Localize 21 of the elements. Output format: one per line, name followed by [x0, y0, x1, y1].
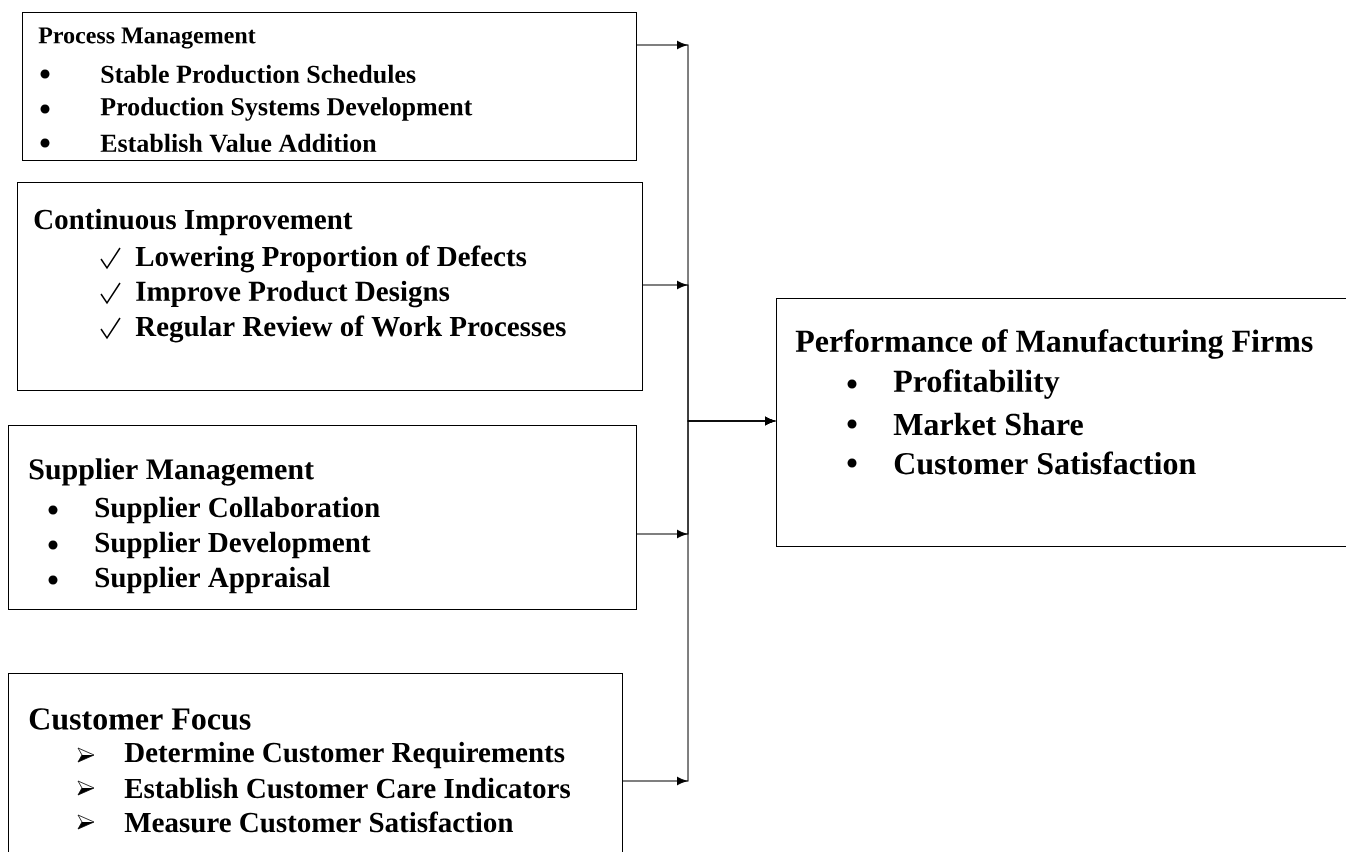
list-item: Establish Customer Care Indicators: [124, 777, 570, 799]
heading: Process Management: [38, 27, 256, 49]
list-item: Lowering Proportion of Defects: [135, 245, 527, 273]
heading: Customer Focus: [29, 708, 251, 730]
list-item: Customer Satisfaction: [894, 451, 1196, 475]
list-item: Establish Value Addition: [100, 133, 377, 153]
list-item: Improve Product Designs: [136, 280, 450, 308]
heading: Performance of Manufacturing Firms: [795, 329, 1313, 359]
heading: Supplier Management: [29, 458, 314, 486]
list-item: Production Systems Development: [100, 97, 473, 121]
list-item: Profitability: [893, 369, 1060, 399]
list-item: Regular Review of Work Processes: [135, 315, 566, 343]
list-item: Supplier Collaboration: [95, 496, 380, 524]
heading: Continuous Improvement: [34, 208, 353, 236]
list-item: Determine Customer Requirements: [124, 741, 565, 769]
list-item: Supplier Appraisal: [95, 566, 330, 594]
list-item: Stable Production Schedules: [101, 64, 416, 84]
list-item: Supplier Development: [95, 531, 371, 559]
arrow: [622, 416, 775, 786]
list-item: Market Share: [893, 412, 1083, 436]
list-item: Measure Customer Satisfaction: [124, 811, 514, 833]
